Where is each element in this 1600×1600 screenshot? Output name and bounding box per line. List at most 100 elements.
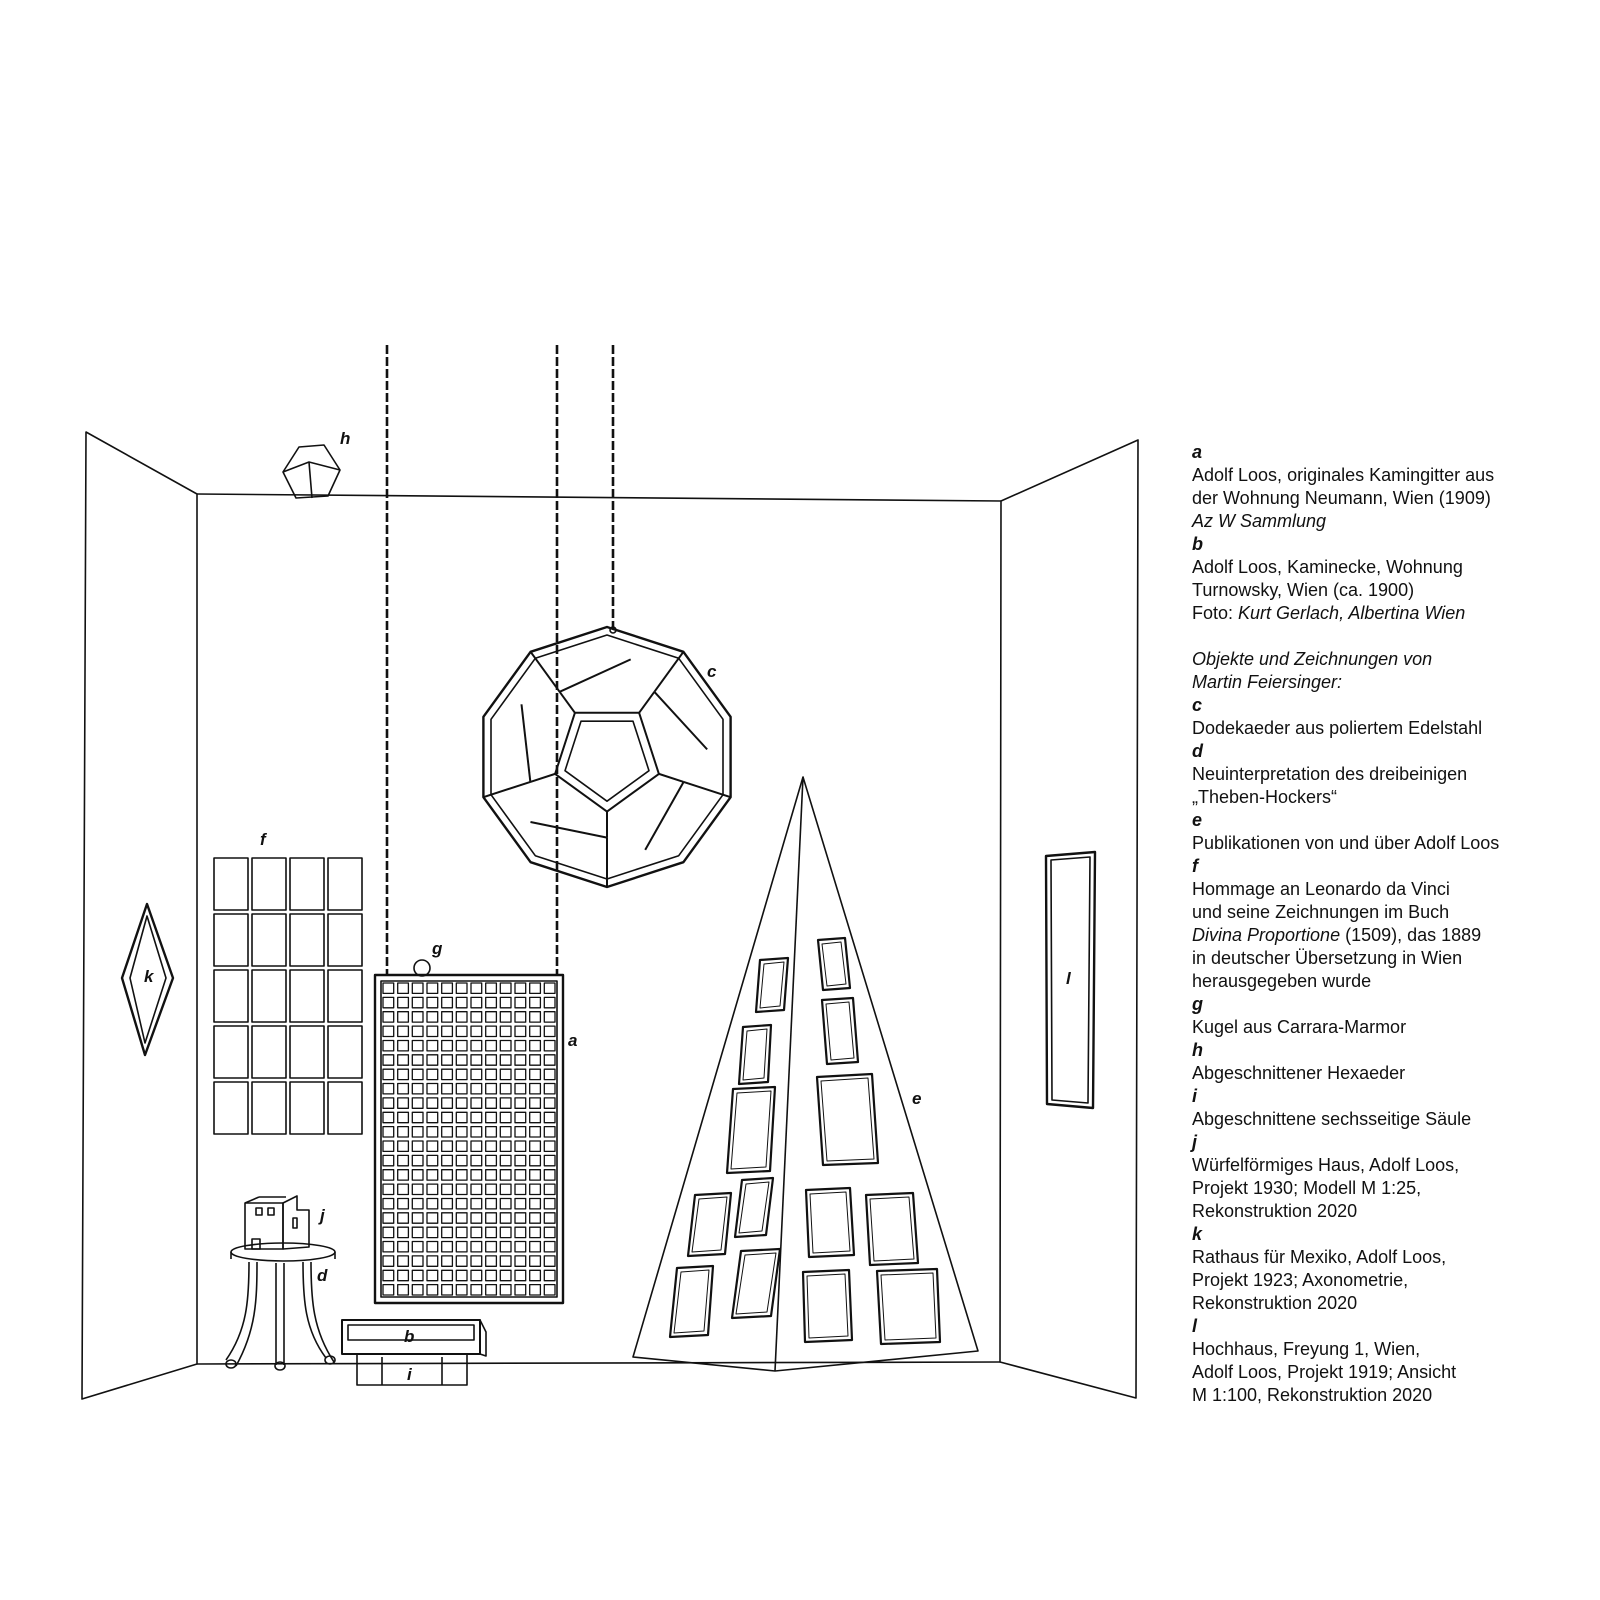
- dodecahedron-edge: [530, 821, 608, 839]
- legend-item-j: j Würfelförmiges Haus, Adolf Loos, Proje…: [1192, 1131, 1592, 1223]
- grate-cell: [426, 1011, 439, 1023]
- grate-cell: [455, 1025, 468, 1038]
- grate-cell: [470, 1140, 483, 1153]
- grate-cell: [382, 1255, 395, 1267]
- grate-cell: [529, 982, 542, 995]
- grate-cell: [441, 996, 454, 1009]
- label-j: j: [318, 1206, 326, 1225]
- grate-cell: [397, 1125, 410, 1138]
- grate-cell: [411, 1255, 424, 1267]
- book-frame-inner: [735, 1252, 777, 1315]
- grate-cell: [499, 1082, 512, 1095]
- legend-item-c: c Dodekaeder aus poliertem Edelstahl: [1192, 694, 1592, 740]
- grate-cell: [455, 1097, 468, 1109]
- grate-cell: [499, 1025, 512, 1038]
- grate-cell: [499, 996, 512, 1009]
- hexagonal-column-i: [356, 1353, 468, 1386]
- drawing-sheet: [327, 857, 363, 911]
- grate-cell: [441, 1226, 454, 1239]
- grate-cell: [397, 1283, 410, 1296]
- grate-cell: [397, 1240, 410, 1253]
- grate-cell: [499, 982, 512, 995]
- legend-credit-prefix: Foto:: [1192, 603, 1239, 623]
- grate-cell: [426, 1169, 439, 1181]
- book-frame: [686, 1191, 733, 1258]
- legend-item-d: d Neuinterpretation des dreibeinigen „Th…: [1192, 740, 1592, 809]
- grate-cell: [411, 1197, 424, 1210]
- grate-cell: [470, 1240, 483, 1253]
- grate-cell: [397, 1111, 410, 1124]
- drawing-sheet: [213, 857, 249, 911]
- grate-cell: [499, 1240, 512, 1253]
- grate-cell: [499, 1197, 512, 1210]
- grate-cell: [441, 1111, 454, 1124]
- grate-cell: [529, 1154, 542, 1167]
- legend-text: Projekt 1923; Axonometrie,: [1192, 1270, 1409, 1290]
- grate-cell: [470, 982, 483, 995]
- grate-cell: [485, 1197, 498, 1210]
- grate-cell: [514, 1169, 527, 1181]
- grate-cell: [426, 1082, 439, 1095]
- grate-cell: [455, 1068, 468, 1081]
- grate-cell: [397, 1039, 410, 1052]
- legend-key-a: a: [1192, 442, 1203, 462]
- book-frame: [820, 996, 860, 1066]
- grate-cell: [382, 996, 395, 1009]
- dodecahedron-center-face: [554, 711, 660, 813]
- grate-cell: [426, 1111, 439, 1124]
- grate-cell: [470, 1255, 483, 1267]
- book-frame-inner: [742, 1028, 768, 1081]
- grate-cell: [382, 1197, 395, 1210]
- book-frame: [737, 1023, 773, 1086]
- grate-cell: [426, 1283, 439, 1296]
- dodecahedron-center-face-inner: [564, 720, 650, 803]
- grate-cell: [441, 1255, 454, 1267]
- grate-cell: [543, 1212, 556, 1224]
- grate-cell: [485, 1240, 498, 1253]
- grate-cell: [529, 1212, 542, 1224]
- grate-cell: [382, 1154, 395, 1167]
- grate-cell: [397, 1011, 410, 1023]
- grate-cell: [470, 1212, 483, 1224]
- grate-cell: [543, 1183, 556, 1196]
- grate-cell: [382, 1082, 395, 1095]
- grate-cell: [426, 1025, 439, 1038]
- drawing-sheet: [327, 1025, 363, 1079]
- grate-cell: [543, 1125, 556, 1138]
- grate-cell: [514, 1183, 527, 1196]
- grate-cell: [441, 1269, 454, 1282]
- grate-cell: [455, 1169, 468, 1181]
- grate-cell: [382, 1183, 395, 1196]
- grate-cell: [543, 1082, 556, 1095]
- grate-cell: [397, 982, 410, 995]
- grate-cell: [455, 1154, 468, 1167]
- grate-cell: [543, 1011, 556, 1023]
- drawing-sheet: [213, 1025, 249, 1079]
- legend-text: „Theben-Hockers“: [1192, 787, 1338, 807]
- grate-cell: [411, 1183, 424, 1196]
- grate-cell: [514, 1125, 527, 1138]
- item-labels: a b c d e f g h i j k l: [144, 429, 1072, 1384]
- grate-cell: [441, 1283, 454, 1296]
- legend-key-b: b: [1192, 534, 1203, 554]
- grate-cell: [455, 1054, 468, 1066]
- label-b: b: [404, 1327, 414, 1346]
- legend-text: Kugel aus Carrara-Marmor: [1192, 1017, 1407, 1037]
- drawing-sheet: [251, 857, 287, 911]
- grate-cell: [514, 1212, 527, 1224]
- grate-cell: [543, 1140, 556, 1153]
- label-a: a: [568, 1031, 577, 1050]
- drawing-sheet: [289, 1081, 325, 1135]
- grate-cell: [397, 1212, 410, 1224]
- book-frame: [815, 1072, 880, 1167]
- grate-cell: [529, 1283, 542, 1296]
- drawing-sheet: [251, 913, 287, 967]
- grate-cell: [529, 1011, 542, 1023]
- grate-cell: [529, 996, 542, 1009]
- back-wall-top: [196, 493, 1002, 502]
- legend-book-title: Divina Proportione: [1192, 925, 1341, 945]
- grate-cell: [441, 1125, 454, 1138]
- grate-cell: [382, 982, 395, 995]
- grate-cell: [382, 1068, 395, 1081]
- drawing-sheet: [289, 857, 325, 911]
